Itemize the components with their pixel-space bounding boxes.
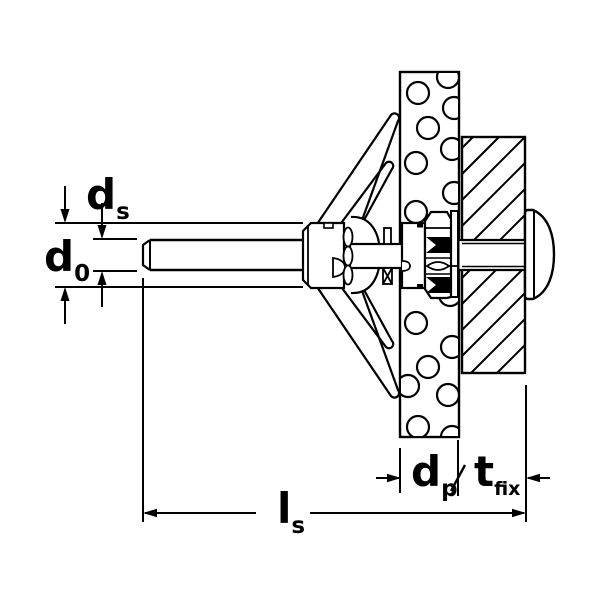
anchor-flange [400, 221, 427, 290]
anchor-expander-sleeve [423, 210, 458, 300]
anchor-leg-top-inner [329, 160, 395, 243]
anchor-leg-pivots [342, 226, 354, 286]
dimension-label-d0: d0 [44, 236, 90, 286]
label-subscript: p [441, 476, 458, 502]
dimension-lines [55, 186, 550, 522]
anchor-leg-top-outer [312, 112, 401, 235]
label-subscript: fix [494, 478, 521, 500]
screw-rod [141, 238, 303, 272]
sleeve-teeth-upper [426, 237, 451, 253]
label-subscript: s [116, 199, 130, 225]
sleeve-eye [425, 261, 451, 271]
label-base: t [474, 447, 494, 496]
dp-tfix-tick [449, 464, 467, 492]
sleeve-teeth-lower [426, 277, 451, 293]
anchor-collar [301, 221, 351, 290]
anchor-bar [348, 242, 406, 270]
anchor-leg-bottom-outer [312, 276, 401, 399]
anchor-legs [312, 112, 401, 399]
anchor-detail-posts [382, 227, 393, 285]
label-base: l [277, 484, 291, 533]
label-subscript: s [291, 513, 306, 539]
dimension-label-tfix: tfix [474, 451, 520, 499]
label-base: d [86, 170, 116, 219]
dimension-label-ls: ls [277, 488, 305, 538]
dimension-label-ds: ds [86, 174, 130, 224]
label-base: d [44, 232, 74, 281]
screw-shaft [459, 238, 526, 272]
plasterboard-dots [401, 73, 458, 436]
dimension-arrowheads [60, 209, 540, 518]
anchor-leg-bottom-inner [329, 267, 395, 350]
dimension-label-dp: dp [411, 451, 458, 501]
label-base: d [411, 447, 441, 496]
label-subscript: 0 [74, 261, 91, 287]
screw-head [523, 208, 556, 301]
